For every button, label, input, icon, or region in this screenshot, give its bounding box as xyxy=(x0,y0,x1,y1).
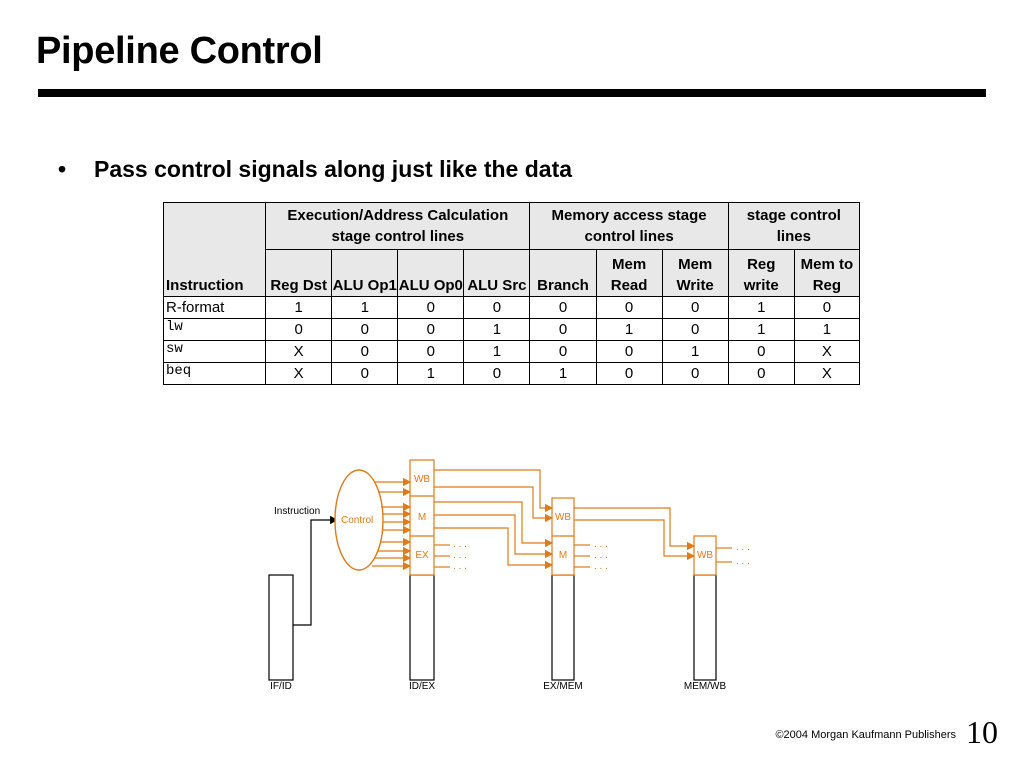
ex-continuation-dots: . . . xyxy=(453,561,467,572)
signal-value: X xyxy=(793,362,861,385)
signal-header: Reg write xyxy=(727,249,795,297)
wb-continuation-dots: . . . xyxy=(736,542,750,553)
exmem-register xyxy=(551,574,575,681)
signal-value: 0 xyxy=(463,362,531,385)
signal-header: Mem Write xyxy=(661,249,729,297)
wb-wires-to-memwb xyxy=(574,507,696,561)
bullet-marker: • xyxy=(58,156,67,182)
signal-header: Mem to Reg xyxy=(793,249,861,297)
control-label: Control xyxy=(341,515,373,526)
signal-header: Mem Read xyxy=(595,249,663,297)
m-output-wires xyxy=(574,544,590,568)
copyright-notice: ©2004 Morgan Kaufmann Publishers xyxy=(775,729,956,741)
m-continuation-dots: . . . xyxy=(594,561,608,572)
instruction-wire xyxy=(293,515,339,626)
idex-register xyxy=(409,574,435,681)
exmem-label: EX/MEM xyxy=(543,681,582,692)
exmem-m-label: M xyxy=(559,550,567,561)
signal-value: 0 xyxy=(661,362,729,385)
signal-value: 0 xyxy=(727,362,795,385)
ifid-register xyxy=(268,574,294,681)
control-wires-to-idex xyxy=(372,477,412,571)
control-signal-table: Instruction Execution/Address Calculatio… xyxy=(162,202,861,385)
memwb-register xyxy=(693,574,717,681)
instruction-label: Instruction xyxy=(274,506,320,517)
ifid-label: IF/ID xyxy=(270,681,292,692)
wb-wires-to-exmem xyxy=(434,469,554,523)
wb-continuation-dots: . . . xyxy=(736,556,750,567)
ex-output-wires xyxy=(434,544,450,568)
bullet-text: Pass control signals along just like the… xyxy=(94,156,573,182)
memwb-label: MEM/WB xyxy=(684,681,727,692)
instruction-header: Instruction xyxy=(162,202,267,297)
idex-m-label: M xyxy=(418,512,426,523)
m-continuation-dots: . . . xyxy=(594,539,608,550)
instruction-name: beq xyxy=(162,362,267,385)
memwb-wb-label: WB xyxy=(697,550,713,561)
idex-control-field xyxy=(409,459,435,576)
m-wires-to-exmem xyxy=(434,501,554,570)
group-header-ex: Execution/Address Calculation stage cont… xyxy=(265,202,531,250)
idex-label: ID/EX xyxy=(409,681,435,692)
signal-header: ALU Op0 xyxy=(397,249,465,297)
page-title: Pipeline Control xyxy=(36,30,323,72)
m-continuation-dots: . . . xyxy=(594,550,608,561)
control-unit xyxy=(334,469,384,571)
idex-wb-label: WB xyxy=(414,474,430,485)
ex-continuation-dots: . . . xyxy=(453,550,467,561)
idex-ex-label: EX xyxy=(415,550,429,561)
ex-continuation-dots: . . . xyxy=(453,539,467,550)
exmem-wb-label: WB xyxy=(555,512,571,523)
wb-output-wires xyxy=(716,547,732,563)
title-rule xyxy=(38,89,986,97)
signal-header: ALU Src xyxy=(463,249,531,297)
signal-header: Reg Dst xyxy=(265,249,333,297)
page-number: 10 xyxy=(966,714,998,750)
instruction-name: R-format xyxy=(162,296,267,319)
table-row: beq X 0 1 0 1 0 0 0 X xyxy=(162,362,861,385)
